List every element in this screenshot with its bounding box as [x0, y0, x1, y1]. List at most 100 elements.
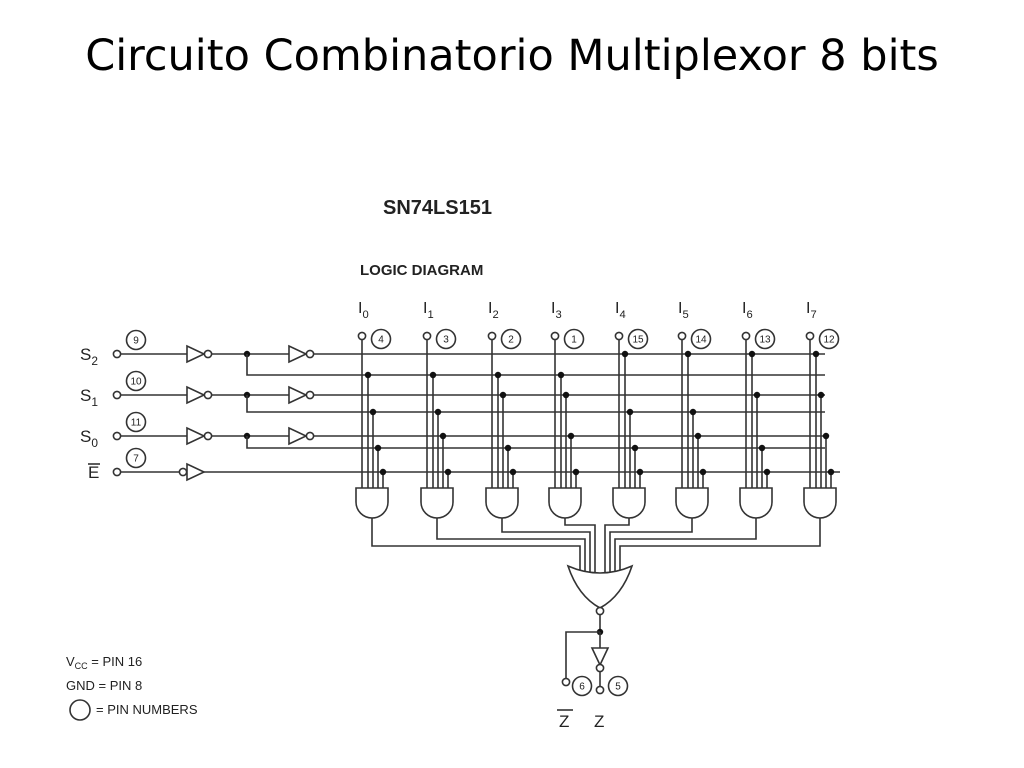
junction-dot: [753, 391, 761, 399]
pin-number: 12: [823, 335, 835, 346]
inverter-gate: [288, 385, 308, 405]
junction-dot: [748, 350, 756, 358]
junction-dot: [434, 408, 442, 416]
inverter-bubble: [178, 467, 188, 477]
output-terminal: [595, 685, 605, 695]
and-gate: [803, 487, 837, 519]
pin-number: 11: [131, 418, 142, 429]
pin-number: 10: [130, 377, 142, 388]
output-z-label: Z: [594, 712, 604, 731]
or-gate: [566, 564, 634, 609]
data-input-label: I4: [615, 300, 626, 321]
inverter-bubble: [305, 349, 315, 359]
inverter-gate: [186, 426, 206, 446]
pin-number: 5: [615, 682, 621, 693]
junction-dot: [504, 444, 512, 452]
pin-number-circle: [125, 411, 147, 433]
inverter-gate: [186, 344, 206, 364]
gate-output-line: [436, 518, 586, 576]
junction-dot: [827, 468, 835, 476]
pin-number-circle: [125, 447, 147, 469]
junction-dot: [364, 371, 372, 379]
junction-dot: [684, 350, 692, 358]
input-terminal: [550, 331, 560, 341]
inverter-bubble: [305, 431, 315, 441]
input-terminal: [422, 331, 432, 341]
inverter-bubble: [203, 349, 213, 359]
junction-dot: [817, 391, 825, 399]
gate-output-line: [604, 518, 630, 576]
legend-circle: [69, 699, 91, 721]
chip-name: SN74LS151: [383, 197, 492, 219]
pin-number: 4: [378, 335, 384, 346]
inverter-bubble: [203, 390, 213, 400]
junction-dot: [758, 444, 766, 452]
input-terminal: [487, 331, 497, 341]
junction-dot: [374, 444, 382, 452]
output-terminal: [561, 677, 571, 687]
select-complement-line: [246, 395, 825, 413]
junction-dot: [763, 468, 771, 476]
junction-dot: [812, 350, 820, 358]
junction-dot: [631, 444, 639, 452]
pin-number-circle: [370, 328, 392, 350]
junction-dot: [562, 391, 570, 399]
legend-vcc: VCC = PIN 16: [66, 654, 142, 671]
data-input-label: I7: [806, 300, 817, 321]
input-terminal: [112, 431, 122, 441]
output-inverter: [590, 647, 610, 667]
junction-dot: [567, 432, 575, 440]
input-terminal: [112, 349, 122, 359]
inverter-gate: [288, 426, 308, 446]
components: [69, 328, 840, 721]
and-gate: [739, 487, 773, 519]
data-input-label: I3: [551, 300, 562, 321]
select-input-label: S0: [80, 427, 98, 450]
inverter-bubble: [595, 663, 605, 673]
select-complement-line: [246, 354, 825, 376]
junction-dot: [689, 408, 697, 416]
junction-dot: [822, 432, 830, 440]
wiring: [88, 340, 840, 711]
pin-number-circle: [818, 328, 840, 350]
enable-buffer: [186, 462, 206, 482]
and-gate: [485, 487, 519, 519]
pin-number: 2: [508, 335, 514, 346]
junction-dot: [626, 408, 634, 416]
junction-dot: [621, 350, 629, 358]
input-terminal: [741, 331, 751, 341]
and-gate: [355, 487, 389, 519]
pin-number-circle: [125, 370, 147, 392]
data-input-label: I2: [488, 300, 499, 321]
junction-dot: [494, 371, 502, 379]
pin-number: 3: [443, 335, 449, 346]
output-line: [565, 631, 600, 678]
inverter-bubble: [203, 431, 213, 441]
gate-output-line: [609, 518, 693, 576]
diagram-subtitle: LOGIC DIAGRAM: [360, 262, 483, 279]
data-input-label: I0: [358, 300, 369, 321]
inverter-gate: [186, 385, 206, 405]
junction-dot: [444, 468, 452, 476]
input-terminal: [805, 331, 815, 341]
junction-dot: [439, 432, 447, 440]
pin-number-circle: [125, 329, 147, 351]
select-input-label: S2: [80, 345, 98, 368]
junction-dot: [557, 371, 565, 379]
enable-label: E: [88, 463, 99, 482]
pin-number-circle: [563, 328, 585, 350]
pin-number-circle: [500, 328, 522, 350]
junction-dot: [509, 468, 517, 476]
input-terminal: [112, 467, 122, 477]
pin-number: 15: [632, 335, 644, 346]
input-terminal: [357, 331, 367, 341]
slide-title: Circuito Combinatorio Multiplexor 8 bits: [85, 31, 939, 81]
pin-number: 9: [133, 336, 139, 347]
and-gate: [675, 487, 709, 519]
junction-dot: [379, 468, 387, 476]
data-input-label: I5: [678, 300, 689, 321]
and-gate: [612, 487, 646, 519]
gate-output-line: [501, 518, 591, 576]
data-input-label: I6: [742, 300, 753, 321]
